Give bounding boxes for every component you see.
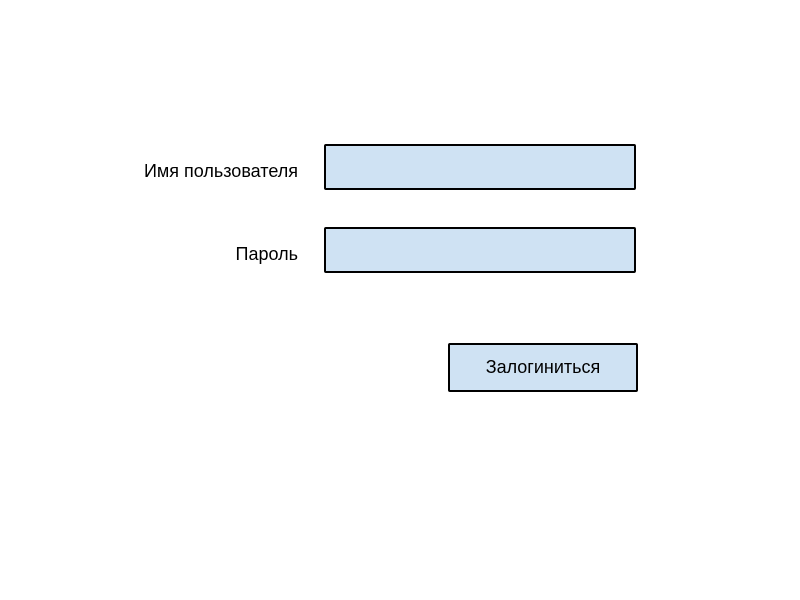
- password-input[interactable]: [324, 227, 636, 273]
- username-label: Имя пользователя: [143, 161, 298, 181]
- login-button[interactable]: Залогиниться: [448, 343, 638, 392]
- username-input[interactable]: [324, 144, 636, 190]
- password-label: Пароль: [235, 244, 298, 264]
